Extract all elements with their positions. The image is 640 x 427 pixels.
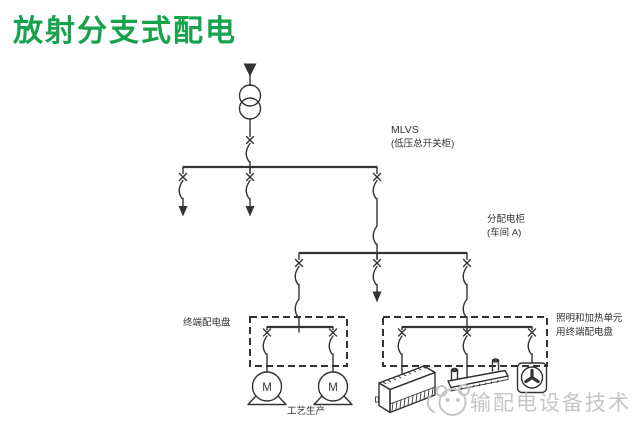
transformer-icon <box>238 84 262 120</box>
distribution-label: 分配电柜 <box>487 213 526 225</box>
outgoing-feeder-right <box>372 167 380 259</box>
motor-letter: M <box>328 382 338 394</box>
lighting-board-label-line2: 用终端配电盘 <box>556 326 614 338</box>
heater-icon <box>375 365 436 414</box>
motor-icon: M <box>313 371 353 406</box>
lighting-heating-board <box>382 316 548 379</box>
terminal-board-label: 终端配电盘 <box>183 317 231 329</box>
sub-feeder-right <box>462 253 470 333</box>
motor-icon: M <box>247 371 287 406</box>
sub-feeder-middle <box>372 253 382 303</box>
watermark-logo-icon <box>426 384 470 416</box>
sub-feeder-left <box>294 253 302 333</box>
mlvs-sublabel: (低压总开关柜) <box>391 138 454 150</box>
process-label: 工艺生产 <box>287 405 325 417</box>
terminal-distribution-board <box>249 316 348 373</box>
main-breaker-icon <box>245 135 255 163</box>
incoming-feeder <box>238 63 262 173</box>
motor-letter: M <box>262 382 272 394</box>
lamp-icon <box>447 358 509 392</box>
lighting-board-label-line1: 照明和加热单元 <box>556 312 623 324</box>
mlvs-label: MLVS <box>391 124 419 136</box>
terminal-board-enclosure <box>249 316 348 367</box>
outgoing-feeder-middle <box>246 167 255 217</box>
distribution-sublabel: (车间 A) <box>487 227 521 239</box>
load-arrow-icon <box>372 291 382 303</box>
watermark-text: 输配电设备技术 <box>470 392 631 415</box>
mlvs-switchboard <box>179 165 381 259</box>
lighting-board-enclosure <box>382 316 548 367</box>
incoming-supply-arrow-icon <box>243 63 257 77</box>
watermark: 输配电设备技术 <box>426 384 631 416</box>
socket-icon <box>516 362 548 394</box>
outgoing-feeder-left <box>179 167 188 217</box>
workshop-distribution-board <box>294 251 470 333</box>
isolator-switch-icon <box>372 225 378 245</box>
page-title: 放射分支式配电 <box>13 15 237 48</box>
